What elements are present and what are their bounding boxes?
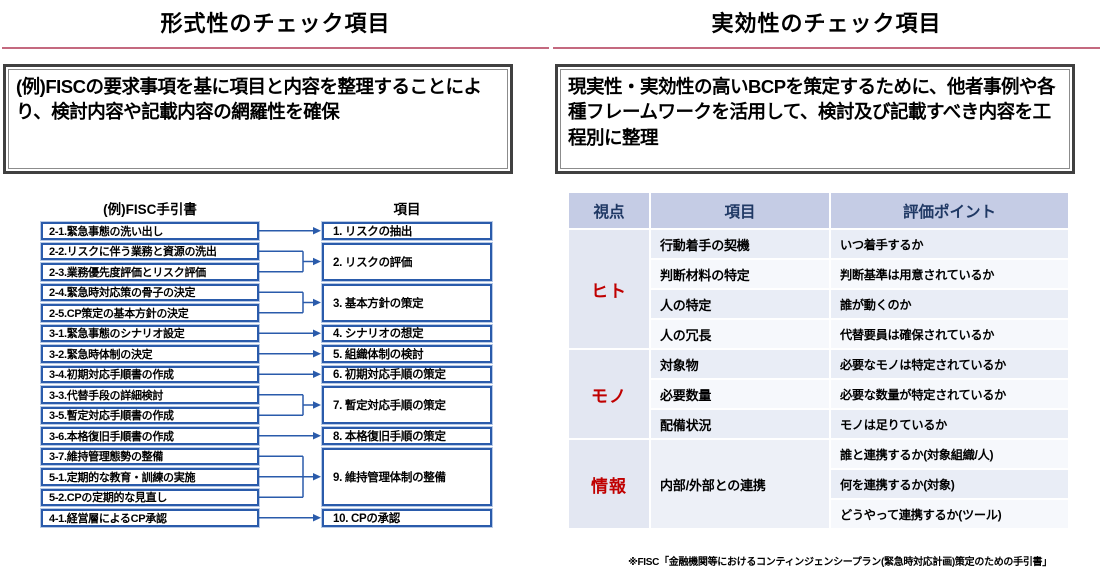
table-header-cell: 項目 [651,193,829,228]
point-cell: 誰が動くのか [831,290,1068,318]
footnote: ※FISC「金融機関等におけるコンティンジェンシープラン(緊急時対応計画)策定の… [628,557,1052,568]
point-cell: 代替要員は確保されているか [831,320,1068,348]
source-box: 3-5.暫定対応手順書の作成 [41,406,259,424]
source-column-header: (例)FISC手引書 [103,202,197,217]
target-column-header: 項目 [393,202,421,217]
table-header-cell: 視点 [569,193,649,228]
source-box: 3-7.維持管理態勢の整備 [41,447,259,465]
viewpoint-cell: モノ [569,350,649,438]
source-box: 4-1.経営層によるCP承認 [41,509,259,527]
source-box: 2-5.CP策定の基本方針の決定 [41,304,259,322]
left-summary-box: (例)FISCの要求事項を基に項目と内容を整理することにより、検討内容や記載内容… [3,64,513,174]
target-box: 1. リスクの抽出 [322,222,492,240]
right-panel-title: 実効性のチェック項目 [711,11,942,36]
source-box: 3-4.初期対応手順書の作成 [41,365,259,383]
item-cell: 人の冗長 [651,320,829,348]
source-box: 2-1.緊急事態の洗い出し [41,222,259,240]
source-box: 3-2.緊急時体制の決定 [41,345,259,363]
item-cell: 行動着手の契機 [651,230,829,258]
left-title-rule [2,47,549,49]
right-title-rule [553,47,1100,49]
point-cell: 必要な数量が特定されているか [831,380,1068,408]
source-box: 2-3.業務優先度評価とリスク評価 [41,263,259,281]
item-cell: 配備状況 [651,410,829,438]
left-summary-text: (例)FISCの要求事項を基に項目と内容を整理することにより、検討内容や記載内容… [16,76,482,123]
target-box: 9. 維持管理体制の整備 [322,447,492,506]
source-box: 3-3.代替手段の詳細検討 [41,386,259,404]
target-box: 6. 初期対応手順の策定 [322,365,492,383]
target-box: 4. シナリオの想定 [322,324,492,342]
item-span-cell: 内部/外部との連携 [651,440,829,528]
point-cell: 何を連携するか(対象) [831,470,1068,498]
target-box: 10. CPの承認 [322,509,492,527]
source-box: 2-4.緊急時対応策の骨子の決定 [41,283,259,301]
source-box: 2-2.リスクに伴う業務と資源の洗出 [41,242,259,260]
item-cell: 対象物 [651,350,829,378]
item-cell: 人の特定 [651,290,829,318]
source-box: 5-1.定期的な教育・訓練の実施 [41,468,259,486]
right-summary-box: 現実性・実効性の高いBCPを策定するために、他者事例や各種フレームワークを活用し… [555,64,1075,174]
point-cell: 必要なモノは特定されているか [831,350,1068,378]
viewpoint-cell: 情報 [569,440,649,528]
target-box: 5. 組織体制の検討 [322,345,492,363]
left-panel-title: 形式性のチェック項目 [160,11,391,36]
point-cell: モノは足りているか [831,410,1068,438]
item-cell: 必要数量 [651,380,829,408]
source-box: 3-6.本格復旧手順書の作成 [41,427,259,445]
evaluation-table: 視点項目評価ポイントヒト行動着手の契機いつ着手するか判断材料の特定判断基準は用意… [569,193,1068,528]
point-cell: 誰と連携するか(対象組織/人) [831,440,1068,468]
target-box: 2. リスクの評価 [322,242,492,281]
table-header-cell: 評価ポイント [831,193,1068,228]
source-box: 5-2.CPの定期的な見直し [41,488,259,506]
source-box: 3-1.緊急事態のシナリオ設定 [41,324,259,342]
viewpoint-cell: ヒト [569,230,649,348]
item-cell: 判断材料の特定 [651,260,829,288]
point-cell: いつ着手するか [831,230,1068,258]
target-box: 7. 暫定対応手順の策定 [322,386,492,424]
point-cell: 判断基準は用意されているか [831,260,1068,288]
right-summary-text: 現実性・実効性の高いBCPを策定するために、他者事例や各種フレームワークを活用し… [568,76,1056,148]
target-box: 3. 基本方針の策定 [322,283,492,322]
target-box: 8. 本格復旧手順の策定 [322,427,492,445]
point-cell: どうやって連携するか(ツール) [831,500,1068,528]
